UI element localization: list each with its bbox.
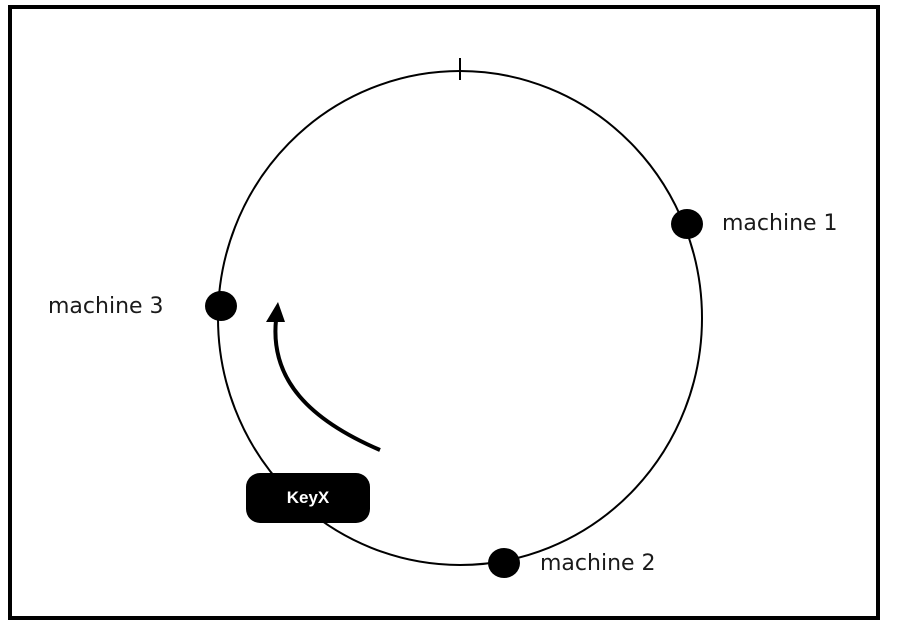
- machine-2-node: [488, 548, 520, 578]
- lookup-arrow-shaft: [273, 319, 381, 452]
- key-badge: KeyX: [246, 473, 370, 523]
- diagram-frame: [8, 5, 880, 620]
- lookup-arrow-head: [266, 302, 285, 322]
- machine-2-label: machine 2: [540, 551, 656, 576]
- machine-1-label: machine 1: [722, 211, 838, 236]
- machine-1-node: [671, 209, 703, 239]
- key-label: KeyX: [286, 488, 330, 507]
- machine-3-label: machine 3: [48, 294, 164, 319]
- machine-3-node: [205, 291, 237, 321]
